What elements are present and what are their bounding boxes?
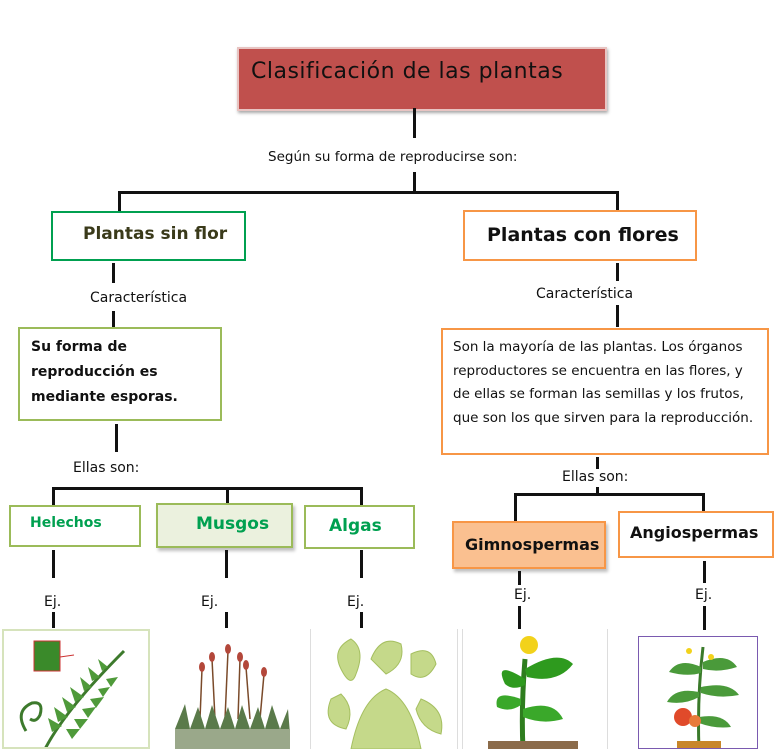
- left-feature-label: Característica: [90, 290, 188, 306]
- algae-image: [310, 629, 458, 749]
- plants-with-flowers-heading: Plantas con flores: [487, 224, 679, 246]
- right-they-are: Ellas son:: [562, 469, 629, 485]
- left-description-box: Su forma de reproducción es mediante esp…: [18, 327, 222, 421]
- subtitle: Según su forma de reproducirse son:: [268, 149, 518, 165]
- plants-without-flower-heading: Plantas sin flor: [83, 224, 228, 244]
- connector: [413, 108, 416, 138]
- connector: [360, 550, 363, 578]
- connector: [226, 487, 229, 505]
- connector: [225, 550, 228, 578]
- desc-line: de ellas se forman las semillas y los fr…: [453, 386, 744, 402]
- connector: [596, 457, 599, 469]
- connector: [702, 493, 705, 511]
- tomato-plant-image: [638, 636, 758, 749]
- type-label-helechos: Helechos: [30, 515, 102, 531]
- moss-image: [160, 629, 300, 749]
- example-label: Ej.: [347, 594, 365, 610]
- desc-line: mediante esporas.: [31, 389, 178, 405]
- type-label-gimnospermas: Gimnospermas: [465, 535, 600, 554]
- moss-icon: [175, 644, 290, 749]
- type-box-musgos: Musgos: [156, 503, 293, 548]
- connector: [703, 606, 706, 630]
- type-box-algas: Algas: [304, 505, 415, 549]
- connector: [118, 191, 619, 194]
- connector: [518, 571, 521, 585]
- connector: [596, 487, 599, 495]
- connector: [52, 550, 55, 578]
- seedling-icon: [488, 636, 578, 749]
- connector: [514, 493, 705, 496]
- right-feature-label: Característica: [536, 286, 634, 302]
- right-description: Son la mayoría de las plantas. Los órgan…: [453, 336, 753, 430]
- desc-line: Su forma de: [31, 339, 127, 355]
- diagram-title: Clasificación de las plantas: [251, 59, 564, 84]
- connector: [112, 263, 115, 283]
- connector: [225, 612, 228, 628]
- example-label: Ej.: [695, 587, 713, 603]
- example-label: Ej.: [514, 587, 532, 603]
- type-label-angiospermas: Angiospermas: [630, 523, 759, 542]
- connector: [703, 561, 706, 583]
- connector: [514, 493, 517, 521]
- connector: [52, 487, 363, 490]
- plants-with-flowers-box: Plantas con flores: [463, 210, 697, 261]
- plants-without-flower-box: Plantas sin flor: [51, 211, 246, 261]
- desc-line: Son la mayoría de las plantas. Los órgan…: [453, 339, 743, 355]
- type-box-angiospermas: Angiospermas: [618, 511, 774, 558]
- algae-icon: [327, 638, 443, 749]
- connector: [52, 487, 55, 505]
- type-box-gimnospermas: Gimnospermas: [452, 521, 606, 569]
- desc-line: reproducción es: [31, 364, 158, 380]
- desc-line: reproductores se encuentra en las flores…: [453, 362, 743, 379]
- connector: [518, 606, 521, 630]
- connector: [616, 191, 619, 211]
- connector: [360, 612, 363, 628]
- type-label-musgos: Musgos: [196, 514, 270, 534]
- right-description-box: Son la mayoría de las plantas. Los órgan…: [441, 328, 769, 455]
- type-box-helechos: Helechos: [9, 505, 141, 547]
- title-box: Clasificación de las plantas: [237, 47, 607, 111]
- connector: [52, 612, 55, 628]
- connector: [112, 311, 115, 328]
- type-label-algas: Algas: [329, 516, 382, 536]
- example-label: Ej.: [44, 594, 62, 610]
- tomato-plant-icon: [667, 646, 739, 748]
- left-they-are: Ellas son:: [73, 460, 140, 476]
- seedling-image: [462, 629, 608, 749]
- fern-icon: [19, 640, 126, 747]
- example-label: Ej.: [201, 594, 219, 610]
- connector: [115, 424, 118, 452]
- connector: [118, 191, 121, 211]
- connector: [616, 263, 619, 281]
- connector: [413, 172, 416, 194]
- fern-image: [2, 629, 150, 749]
- desc-line: que son los que sirven para la reproducc…: [453, 409, 754, 426]
- connector: [360, 487, 363, 505]
- connector: [616, 305, 619, 327]
- left-description: Su forma de reproducción es mediante esp…: [31, 335, 178, 410]
